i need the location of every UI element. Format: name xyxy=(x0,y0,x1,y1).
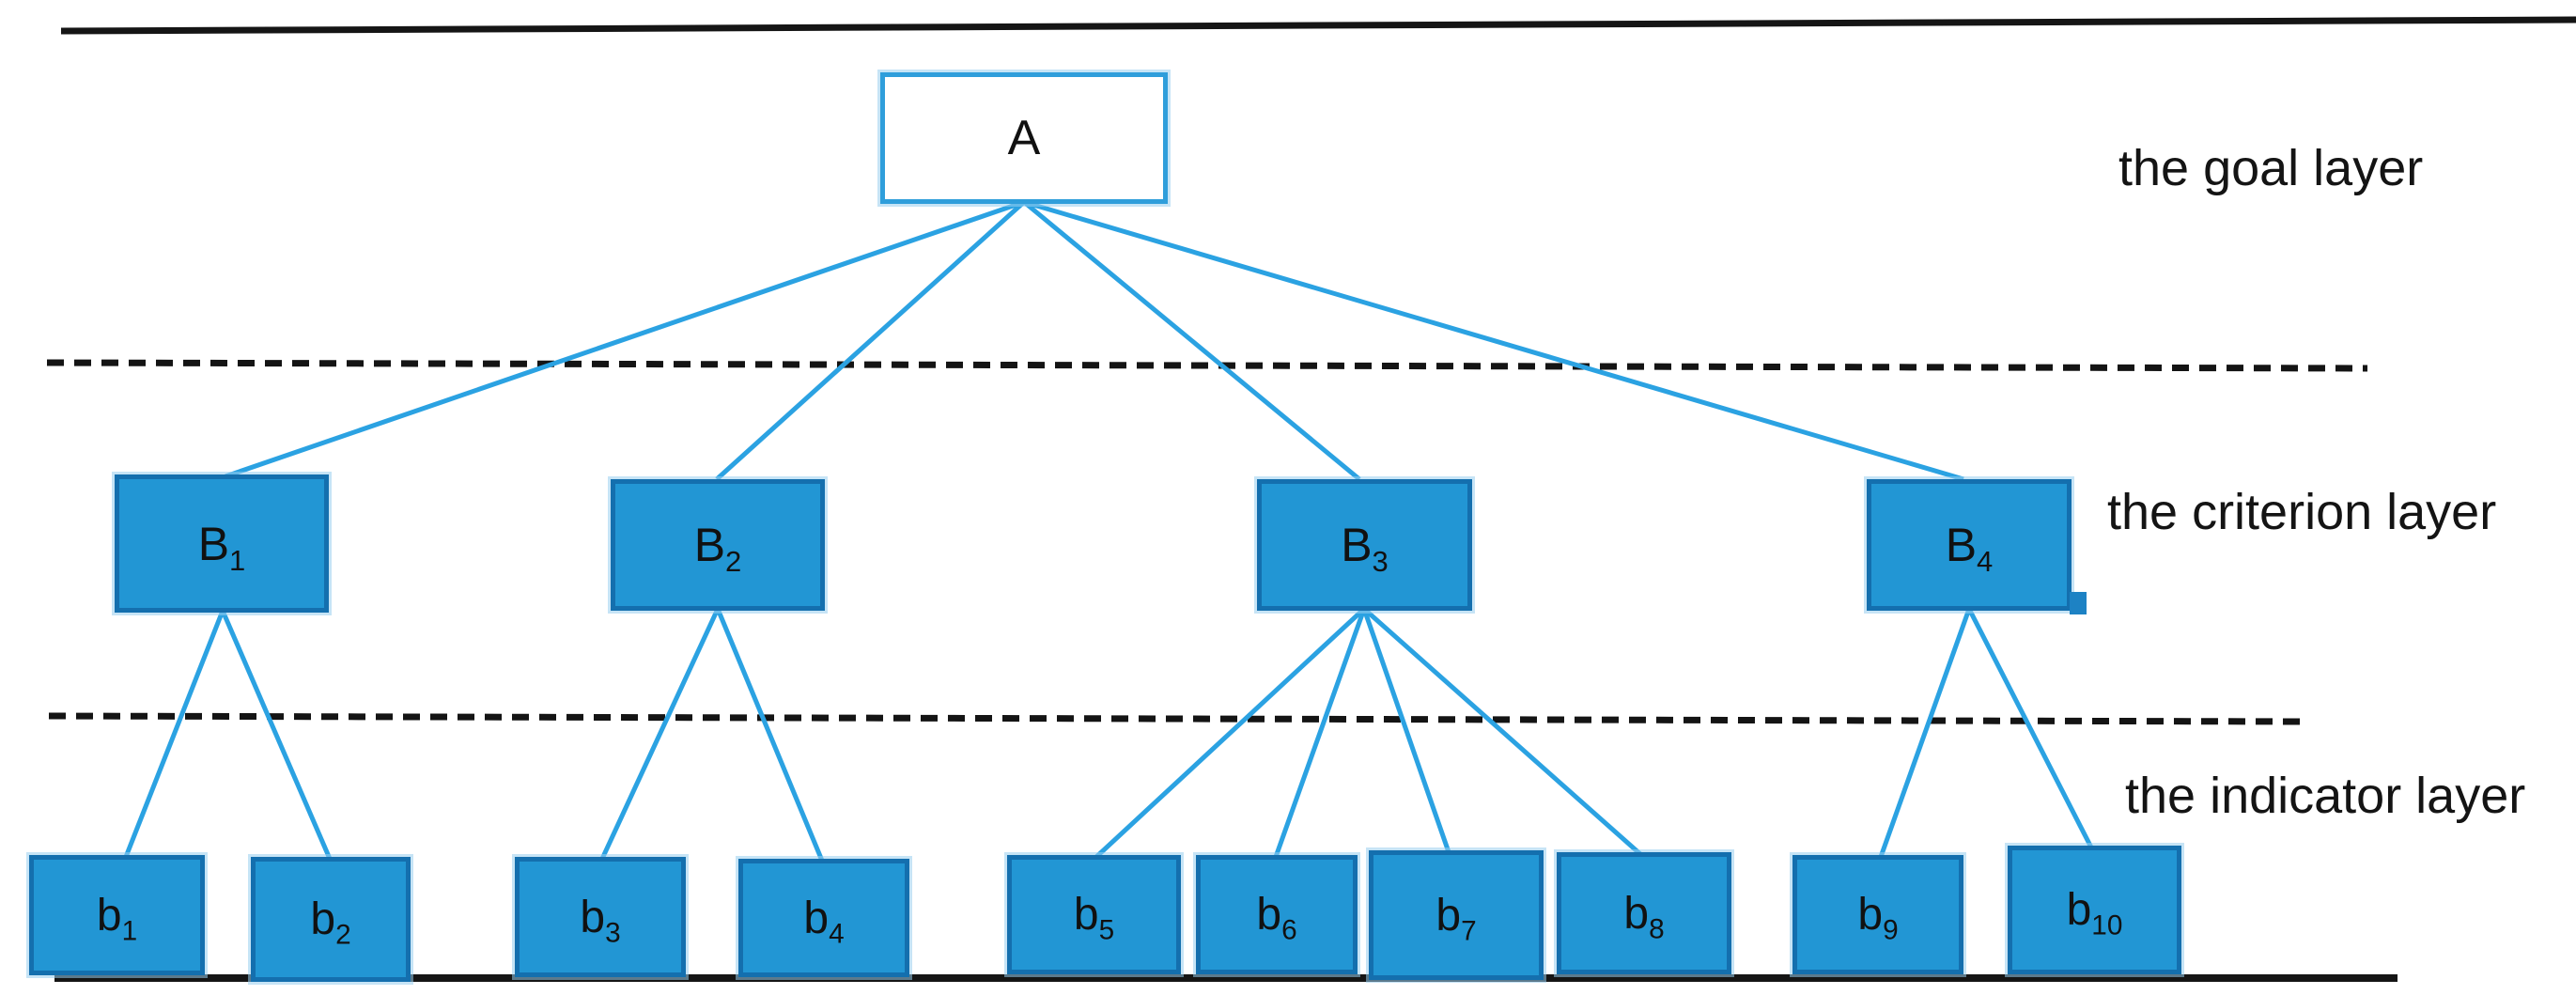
node-label: B3 xyxy=(1341,519,1389,578)
node-label: b7 xyxy=(1435,890,1477,947)
node-label: b1 xyxy=(96,890,138,947)
node-label: b8 xyxy=(1623,888,1665,945)
edge-B2-b4 xyxy=(715,608,825,862)
edge-B3-b8 xyxy=(1362,607,1642,856)
edge-B2-b3 xyxy=(599,607,721,861)
goal-criterion-dashed-line xyxy=(46,359,2368,372)
criterion-node-B3: B3 xyxy=(1257,479,1472,611)
indicator-layer-label: the indicator layer xyxy=(2125,768,2526,824)
edge-B1-b2 xyxy=(220,610,333,860)
goal-node-label: A xyxy=(1007,111,1041,165)
top-border-line xyxy=(60,16,2576,35)
indicator-node-b1: b1 xyxy=(29,855,205,975)
edge-B4-b9 xyxy=(1878,608,1972,858)
indicator-node-b7: b7 xyxy=(1369,850,1544,980)
indicator-node-b6: b6 xyxy=(1196,855,1358,974)
node-label: b6 xyxy=(1256,890,1297,946)
indicator-node-b5: b5 xyxy=(1007,855,1181,974)
edge-A-B2 xyxy=(715,200,1026,481)
goal-node-A: A xyxy=(880,72,1168,204)
edge-B3-b6 xyxy=(1273,608,1367,858)
indicator-node-b4: b4 xyxy=(738,859,909,977)
indicator-node-b8: b8 xyxy=(1557,852,1731,974)
indicator-node-b9: b9 xyxy=(1792,855,1963,974)
indicator-node-b3: b3 xyxy=(515,857,686,977)
criterion-indicator-dashed-line xyxy=(48,712,2303,725)
goal-layer-label: the goal layer xyxy=(2118,140,2424,196)
indicator-node-b2: b2 xyxy=(251,857,411,982)
node-label: b10 xyxy=(2066,885,2123,941)
node-label: b4 xyxy=(803,893,845,950)
criterion-node-B1: B1 xyxy=(115,474,329,613)
edge-B4-b10 xyxy=(1966,607,2094,849)
edge-B1-b1 xyxy=(123,610,225,858)
node-label: b3 xyxy=(580,892,621,949)
edge-B3-b5 xyxy=(1094,607,1366,859)
criterion-node-B4-corner-notch xyxy=(2070,592,2087,614)
edge-A-B1 xyxy=(225,199,1025,479)
node-label: b2 xyxy=(310,894,351,951)
node-label: b9 xyxy=(1857,890,1899,946)
indicator-node-b10: b10 xyxy=(2008,846,2181,974)
edge-B3-b7 xyxy=(1361,608,1451,853)
criterion-layer-label: the criterion layer xyxy=(2107,484,2497,540)
node-label: B1 xyxy=(197,517,246,577)
node-label: B4 xyxy=(1945,519,1994,578)
edge-A-B4 xyxy=(1023,199,1964,482)
node-label: b5 xyxy=(1073,890,1115,946)
node-label: B2 xyxy=(693,519,742,578)
criterion-node-B4: B4 xyxy=(1867,479,2072,611)
edge-A-B3 xyxy=(1022,200,1361,481)
criterion-node-B2: B2 xyxy=(611,479,825,611)
